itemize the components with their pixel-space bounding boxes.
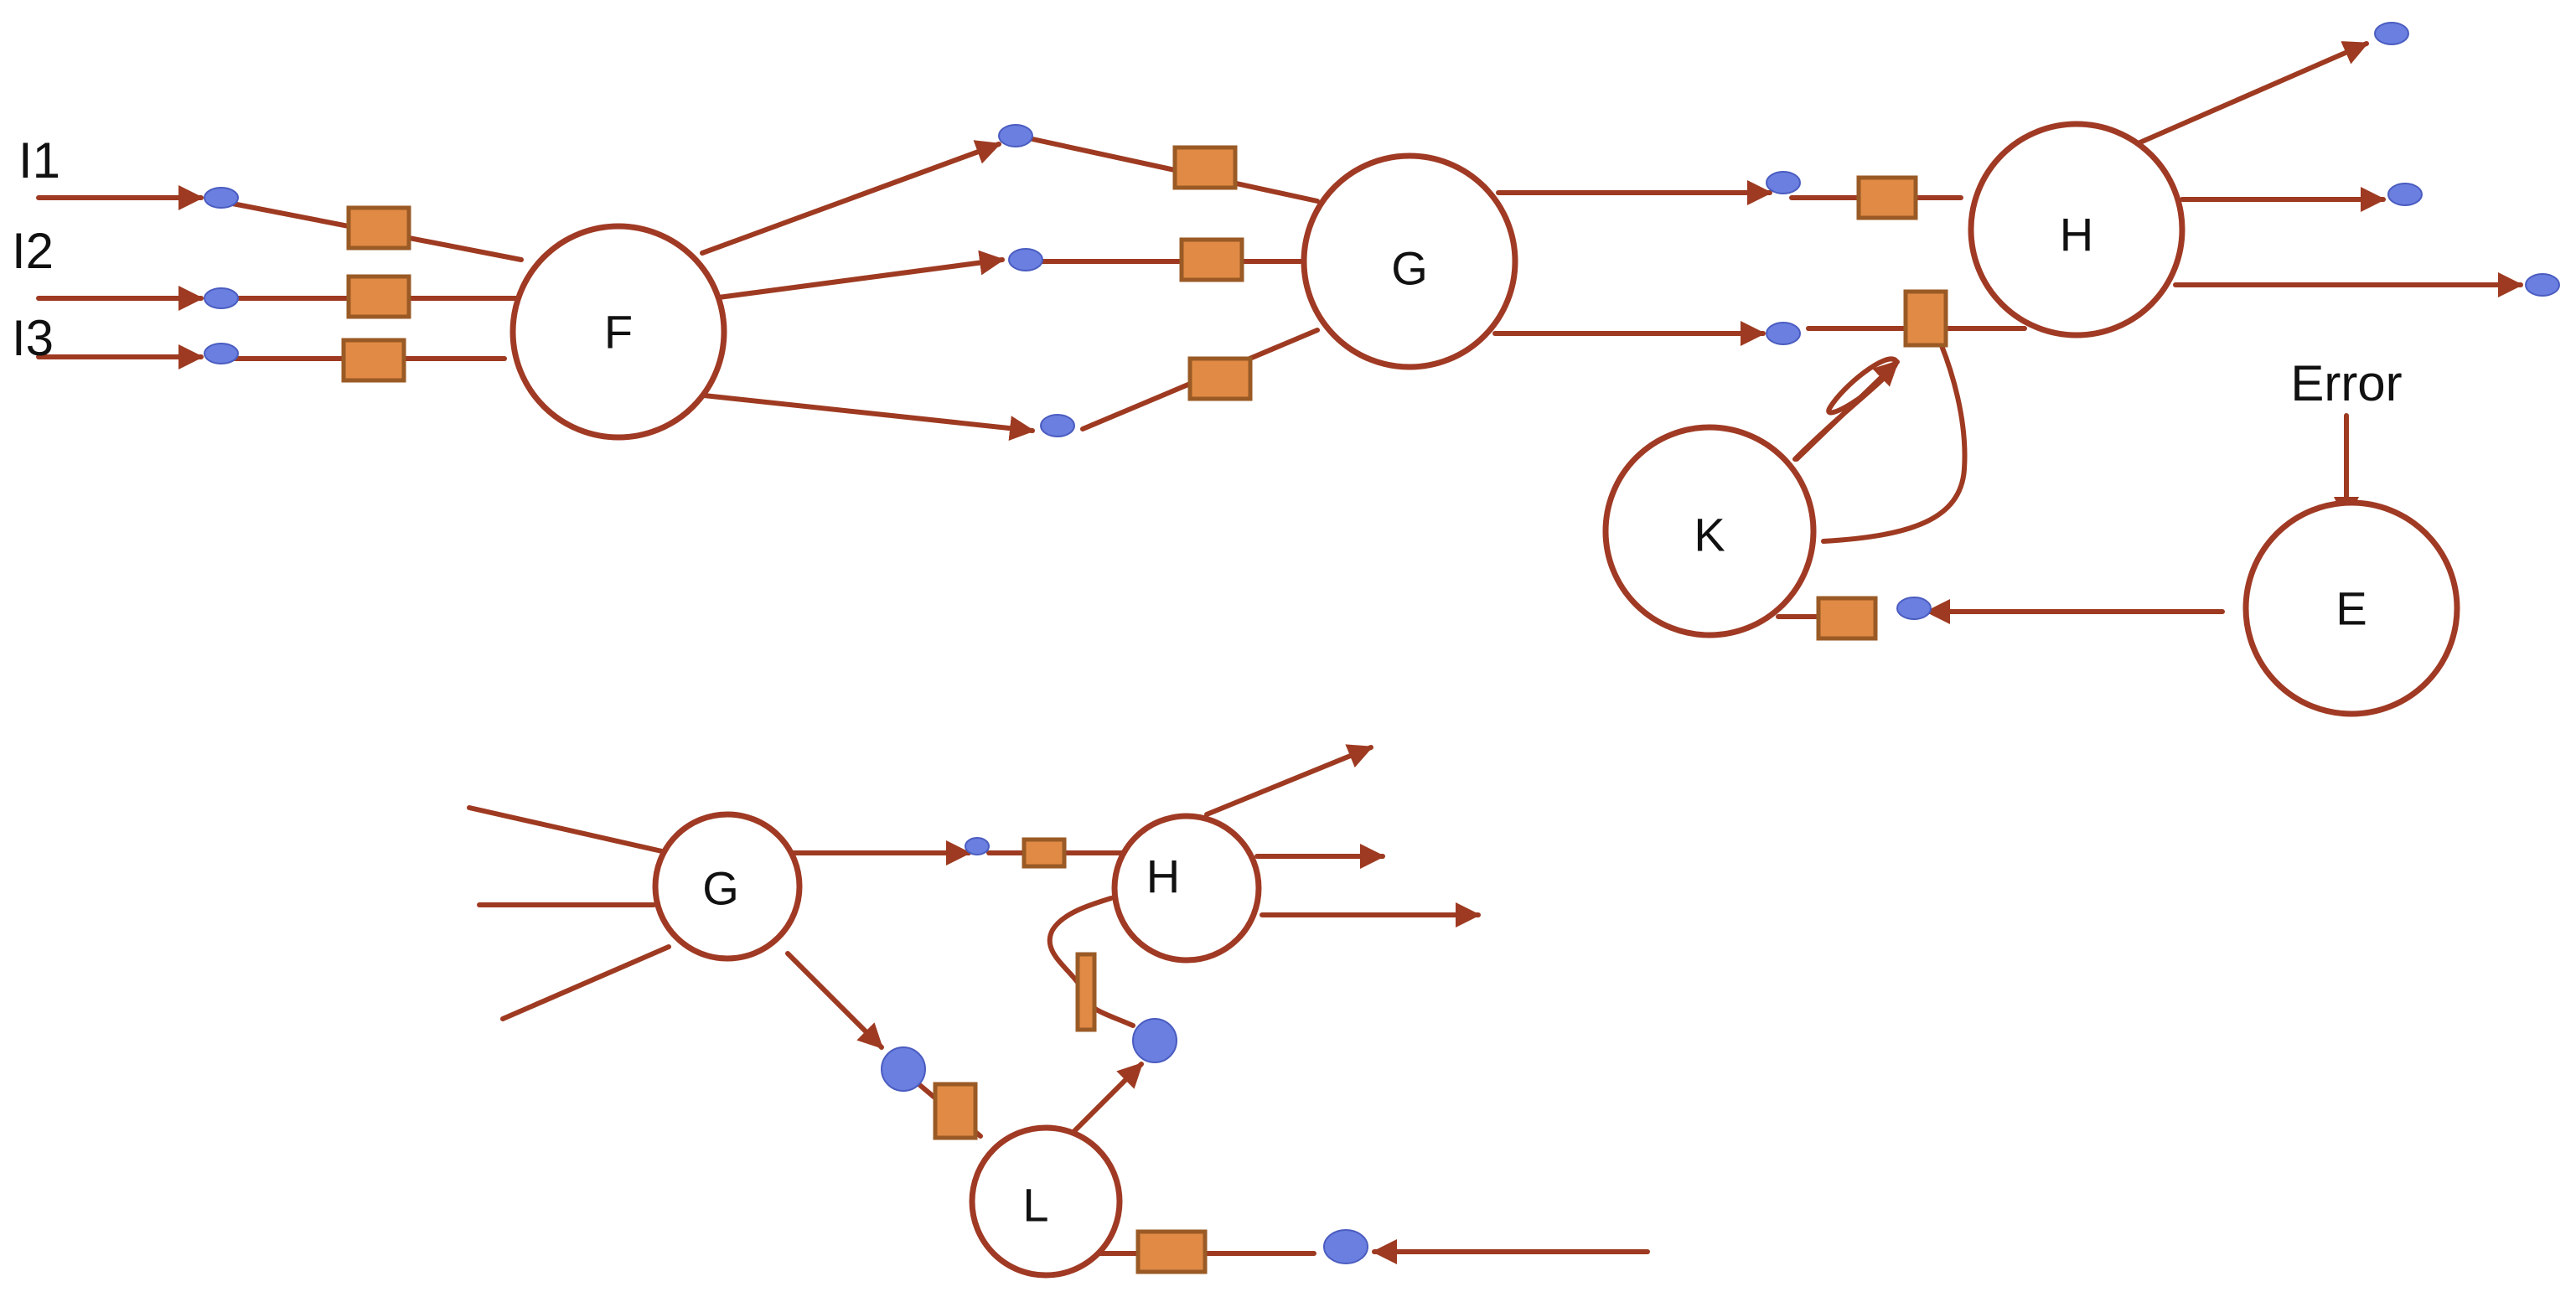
edge-f-to-port2 <box>710 250 1005 301</box>
buffer-gh-top <box>1856 175 1918 220</box>
port-lower-gh <box>965 837 990 855</box>
node-e <box>2242 499 2460 717</box>
node-label-k: K <box>1694 509 1725 561</box>
port-lower-gl <box>881 1046 926 1092</box>
buffer-gh-bot <box>1903 289 1948 348</box>
port-h-out-1 <box>2374 22 2409 45</box>
node-k <box>1602 424 1817 638</box>
port-i3 <box>204 343 239 364</box>
port-ek <box>1896 597 1932 620</box>
buffer-i1 <box>346 205 411 251</box>
node-lower-g <box>652 811 803 962</box>
input-label-i3: I3 <box>12 310 54 366</box>
buffer-ek <box>1816 596 1878 641</box>
buffer-lower-in <box>1135 1229 1208 1274</box>
buffer-fg-bot <box>1187 356 1253 401</box>
node-label-h: H <box>2060 209 2093 261</box>
port-i2 <box>204 287 239 309</box>
ports <box>204 22 2560 1264</box>
node-label-e: E <box>2335 582 2367 635</box>
edge-k-to-buffer <box>1794 359 1900 462</box>
edge-lower-port-to-h <box>1047 896 1135 1028</box>
buffer-i2 <box>346 274 411 319</box>
lower-node-label-h: H <box>1146 850 1180 903</box>
edge-lower-h-out-1 <box>1204 744 1373 817</box>
port-i1 <box>204 187 239 209</box>
node-lower-h <box>1111 813 1262 964</box>
edge-lower-l-to-port <box>1072 1062 1144 1134</box>
node-lower-l <box>969 1124 1123 1279</box>
buffer-lower-gl <box>933 1082 978 1140</box>
port-h-out-2 <box>2387 183 2423 206</box>
buffer-lower-lh <box>1075 952 1097 1032</box>
buffer-fg-top <box>1172 145 1238 190</box>
port-fg-mid <box>1008 248 1043 271</box>
port-h-out-3 <box>2525 273 2560 297</box>
port-gh-bot <box>1766 322 1801 345</box>
edge-lower-in-1 <box>467 805 665 854</box>
lower-node-label-g: G <box>702 862 739 915</box>
buffer-fg-mid <box>1179 237 1244 282</box>
edge-h-out-1 <box>2126 41 2369 150</box>
edge-lower-in-3 <box>500 944 671 1021</box>
port-fg-top <box>998 124 1033 147</box>
buffer-lower-gh <box>1022 837 1067 869</box>
node-h <box>1968 121 2185 338</box>
lower-node-label-l: L <box>1022 1179 1048 1232</box>
buffers <box>341 145 1948 1274</box>
edge-f-to-port3 <box>701 393 1035 442</box>
edge-buffer-to-k <box>1821 341 1968 544</box>
edge-lower-g-to-l <box>785 951 884 1050</box>
node-label-f: F <box>604 306 633 359</box>
edges <box>36 41 2523 1264</box>
port-lower-lh <box>1132 1018 1177 1063</box>
port-fg-bot <box>1040 414 1075 437</box>
buffer-i3 <box>341 338 406 383</box>
node-label-g: G <box>1391 242 1428 295</box>
error-label: Error <box>2290 355 2402 411</box>
node-f <box>510 223 727 441</box>
port-gh-top <box>1766 171 1801 194</box>
input-label-i2: I2 <box>12 223 54 279</box>
edge-f-to-port1 <box>700 140 1001 256</box>
port-lower-in <box>1323 1229 1368 1264</box>
input-label-i1: I1 <box>18 132 60 189</box>
node-g <box>1301 152 1518 370</box>
nodes <box>510 121 2460 1279</box>
